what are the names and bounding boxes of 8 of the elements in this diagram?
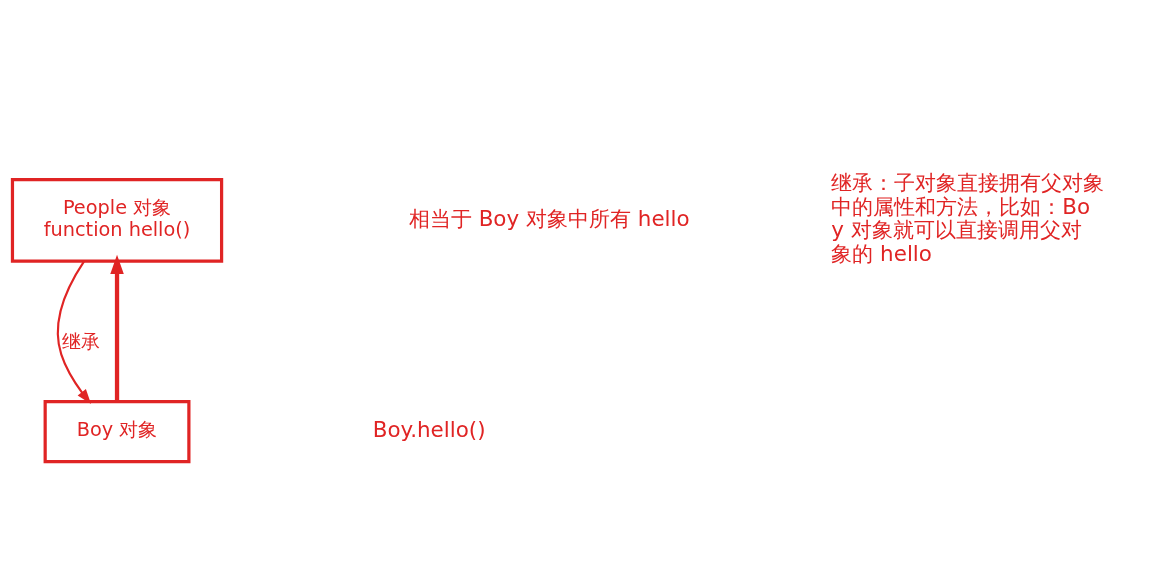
node-box: Boy 对象 (43, 399, 191, 464)
label: Boy.hello() (372, 416, 486, 442)
label: 相当于 Boy 对象中所有 hello (408, 205, 690, 231)
arrow (110, 254, 124, 402)
arrow (56, 260, 92, 405)
edge-label: 继承 (62, 330, 101, 354)
label: 继承：子对象直接拥有父对象中的属性和方法，比如：Boy 对象就可以直接调用父对象的 hello (831, 170, 1105, 267)
node-box: People 对象 function hello() (10, 177, 224, 263)
